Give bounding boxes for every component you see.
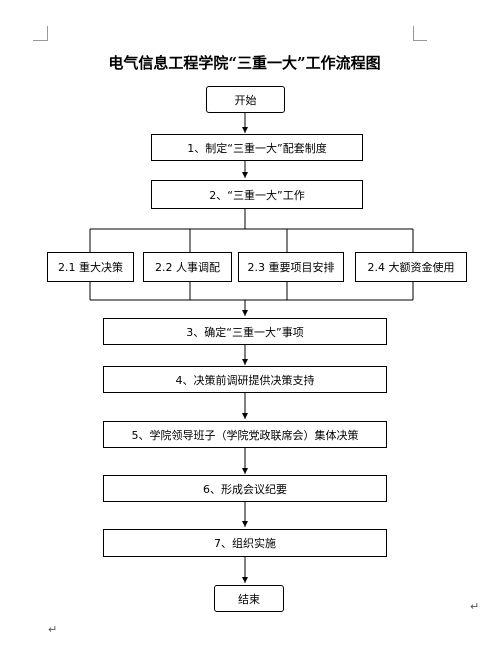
step-4-node: 4、决策前调研提供决策支持 (103, 366, 387, 393)
start-node: 开始 (206, 86, 285, 113)
sub-2-4-node: 2.4 大额资金使用 (355, 252, 467, 282)
page-title: 电气信息工程学院“三重一大”工作流程图 (108, 54, 381, 72)
step-6-node: 6、形成会议纪要 (103, 475, 387, 502)
sub-2-3-node: 2.3 重要项目安排 (238, 252, 344, 282)
step-1-node: 1、制定“三重一大”配套制度 (151, 134, 363, 161)
crop-mark-top-right-v (413, 26, 414, 41)
crop-mark-top-right (413, 40, 427, 41)
sub-2-1-node: 2.1 重大决策 (47, 252, 134, 282)
paragraph-mark-left: ↵ (48, 623, 58, 636)
end-node: 结束 (214, 585, 284, 612)
step-7-node: 7、组织实施 (103, 529, 387, 557)
crop-mark-top-left (33, 40, 47, 41)
step-2-node: 2、“三重一大”工作 (151, 180, 363, 209)
crop-mark-top-left-v (47, 26, 48, 41)
step-3-node: 3、确定“三重一大”事项 (103, 318, 387, 345)
sub-2-2-node: 2.2 人事调配 (143, 252, 232, 282)
step-5-node: 5、学院领导班子（学院党政联席会）集体决策 (103, 421, 387, 448)
paragraph-mark-right: ↵ (470, 600, 480, 613)
